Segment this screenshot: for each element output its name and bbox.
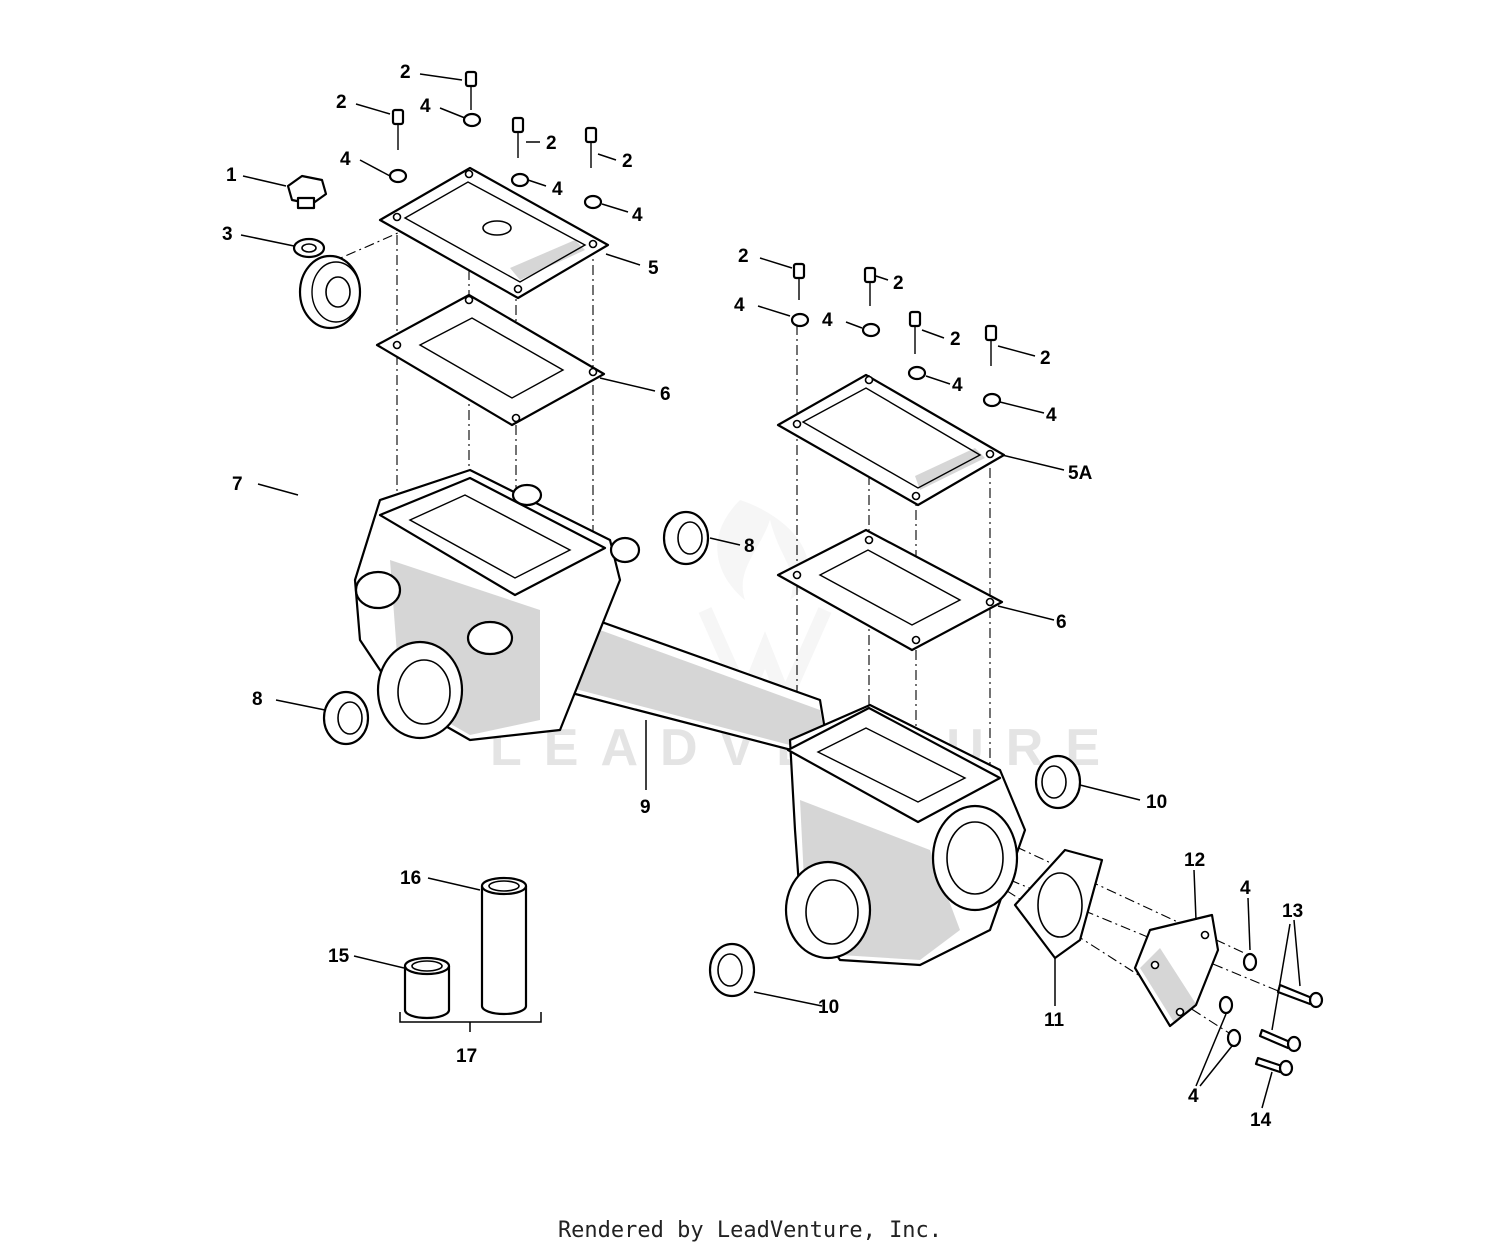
lockwashers-4-retainer [1218, 952, 1258, 1048]
bearing-retainer-12 [1133, 913, 1220, 1028]
lockwashers-4-left-cover [388, 112, 603, 210]
callout-4: 4 [952, 375, 963, 396]
callout-7: 7 [232, 474, 243, 495]
bushing-10-upper [1034, 754, 1082, 810]
callout-2: 2 [336, 92, 347, 113]
bushing-8-lower [322, 690, 370, 746]
bolts-13-14 [1254, 983, 1324, 1077]
callout-13: 13 [1282, 901, 1303, 922]
callout-16: 16 [400, 868, 421, 889]
lockwashers-4-right-cover [790, 312, 1002, 408]
bushing-15 [403, 956, 451, 1020]
callout-4: 4 [340, 149, 351, 170]
callout-2: 2 [1040, 348, 1051, 369]
callout-2: 2 [400, 62, 411, 83]
callout-2: 2 [546, 133, 557, 154]
leader-lines [240, 73, 1301, 1109]
callout-4: 4 [1046, 405, 1057, 426]
callout-14: 14 [1250, 1110, 1272, 1131]
callout-5a: 5A [1068, 463, 1093, 484]
cover-plate-5 [378, 166, 610, 300]
callout-6: 6 [1056, 612, 1067, 633]
callout-8: 8 [744, 536, 755, 557]
bearing-7 [298, 254, 362, 330]
bolts-2-right-cover [792, 262, 998, 366]
callout-15: 15 [328, 946, 350, 967]
callout-4: 4 [1240, 878, 1251, 899]
cover-plate-5a [776, 373, 1006, 507]
callout-5: 5 [648, 258, 659, 279]
callout-1: 1 [226, 165, 237, 186]
bracket-17 [399, 1012, 542, 1032]
gasket-11 [1013, 848, 1104, 960]
callout-11: 11 [1044, 1010, 1065, 1031]
bolts-2-left-cover [391, 70, 598, 168]
callout-4: 4 [1188, 1086, 1199, 1107]
callout-4: 4 [822, 310, 833, 331]
callout-8: 8 [252, 689, 263, 710]
gasket-6-left [375, 293, 606, 427]
callout-4: 4 [552, 179, 563, 200]
callout-4: 4 [420, 96, 431, 117]
bushing-10-lower [708, 942, 756, 998]
callout-4: 4 [632, 205, 643, 226]
callout-4: 4 [734, 295, 745, 316]
footer-credit: Rendered by LeadVenture, Inc. [557, 1218, 943, 1243]
callout-2: 2 [738, 246, 749, 267]
tube-16 [480, 876, 528, 1016]
callout-10: 10 [818, 997, 839, 1018]
drain-plug-1 [286, 174, 328, 210]
callout-9: 9 [640, 797, 651, 818]
callout-2: 2 [950, 329, 961, 350]
callout-2: 2 [622, 151, 633, 172]
callout-17: 17 [456, 1046, 477, 1067]
gasket-6-right [776, 528, 1004, 652]
callout-2: 2 [893, 273, 904, 294]
bushing-8-upper [662, 510, 710, 566]
callout-labels: 1 2 2 2 2 2 2 2 2 3 4 4 4 4 4 4 4 4 4 4 … [222, 62, 1303, 1131]
washer-3 [292, 237, 326, 259]
callout-3: 3 [222, 224, 233, 245]
axle-housing-9 [353, 468, 1027, 967]
callout-10: 10 [1146, 792, 1167, 813]
callout-12: 12 [1184, 850, 1205, 871]
callout-6: 6 [660, 384, 671, 405]
